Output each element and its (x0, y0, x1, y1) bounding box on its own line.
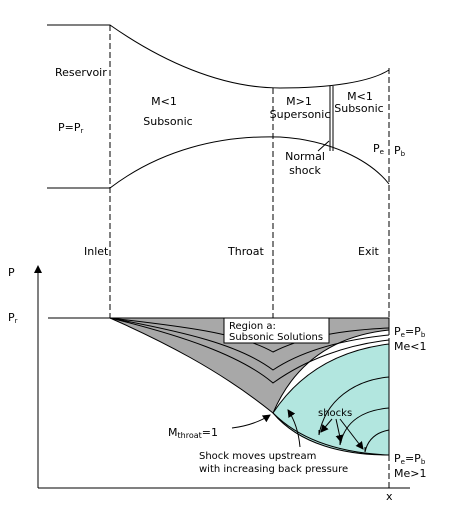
mthroat-arrow (231, 414, 271, 429)
reservoir-label: Reservoir (55, 66, 107, 79)
normal-shock-label-line2: shock (289, 164, 321, 177)
subsonic-word-label: Subsonic (143, 115, 192, 128)
mthroat-label: Mthroat=1 (168, 426, 218, 440)
subsonic-curve-1 (109, 317, 390, 353)
shock-arrow-1 (320, 418, 333, 433)
shock-curve-3 (364, 429, 390, 453)
normal-shock-label-line1: Normal (285, 150, 325, 163)
reservoir-pressure-tick-label: Pr (8, 311, 18, 325)
region-label-line2: Subsonic Solutions (229, 332, 323, 343)
upstream-label-line1: Shock moves upstream (199, 451, 316, 462)
exit-subsonic-label: Subsonic (334, 102, 383, 115)
shocks-arrows (320, 418, 364, 450)
subsonic-curve-2 (109, 317, 390, 371)
x-axis-label: x (386, 490, 393, 503)
throat-label: Throat (227, 245, 264, 258)
region-label-line1: Region a: (229, 321, 276, 332)
exit-pressure-label: Pe (373, 142, 384, 156)
lower-exit-pressure-label: Pe=Pb (394, 452, 426, 466)
supersonic-shock-region (272, 343, 390, 456)
subsonic-curves (109, 317, 390, 384)
upper-exit-pressure-label: Pe=Pb (394, 325, 426, 339)
shock-arrow-3 (339, 418, 364, 450)
upstream-label-line2: with increasing back pressure (199, 464, 348, 475)
back-pressure-label: Pb (394, 144, 406, 158)
upstream-arrow (287, 409, 301, 448)
nozzle-upper-wall (47, 24, 390, 89)
supersonic-mach-label: M>1 (286, 95, 312, 108)
supersonic-expansion-curve (272, 412, 390, 456)
region-label-box (223, 317, 330, 344)
exit-label: Exit (358, 245, 380, 258)
inlet-label: Inlet (84, 245, 109, 258)
shocks-label: shocks (318, 408, 352, 419)
exit-mach-label: M<1 (347, 90, 373, 103)
y-axis-label: P (8, 266, 15, 279)
lower-exit-mach-label: Me>1 (394, 467, 426, 480)
reservoir-pressure-label: P=Pr (58, 121, 83, 135)
pressure-axes (34, 265, 410, 489)
subsonic-mach-label: M<1 (151, 95, 177, 108)
supersonic-word-label: Supersonic (270, 108, 331, 121)
subsonic-curve-3 (109, 317, 390, 384)
upper-exit-mach-label: Me<1 (394, 340, 426, 353)
normal-shock-pointer (317, 140, 330, 152)
nozzle-lower-wall (47, 136, 390, 189)
shock-arrow-2 (335, 418, 344, 443)
